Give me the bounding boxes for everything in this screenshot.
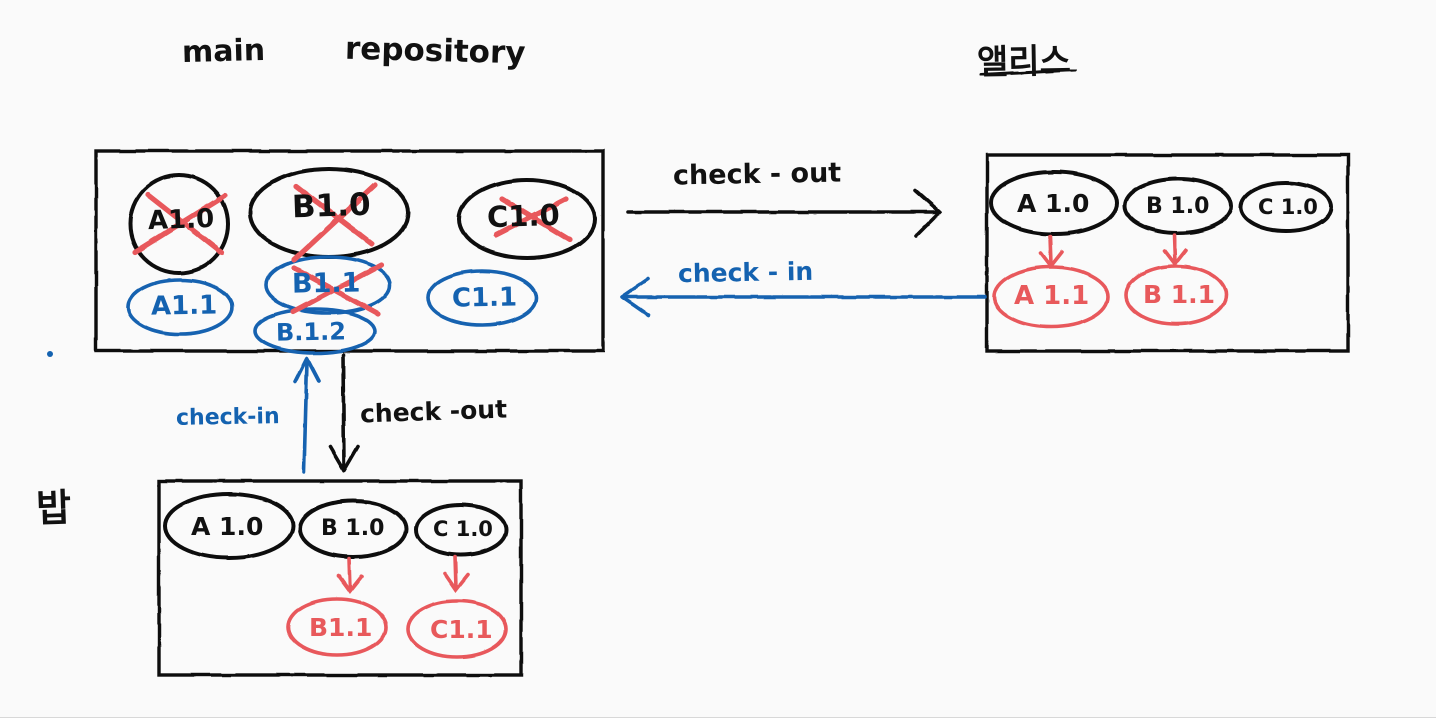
arrow-label-checkin-top: check - in (677, 256, 814, 289)
node-label-b10-main: B1.0 (291, 186, 372, 226)
label-bob: 밥 (35, 485, 72, 531)
node-label-b11-bob: B1.1 (309, 613, 373, 642)
main-repository-box (94, 149, 605, 353)
node-shape-a10-main (128, 173, 230, 275)
crossout-c10 (493, 196, 573, 243)
arrow-checkout-repo-to-bob (328, 353, 360, 473)
node-label-a10-bob: A 1.0 (191, 512, 264, 541)
alice-label-underline (979, 68, 1077, 77)
node-label-b10-alice: B 1.0 (1146, 194, 1210, 219)
page-title-main: main (181, 32, 266, 71)
arrow-a10-to-a11-alice (1039, 234, 1064, 269)
node-label-b11-alice: B 1.1 (1143, 280, 1216, 309)
node-shape-b12-main (253, 307, 377, 355)
arrow-checkout-repo-to-alice (626, 188, 942, 238)
node-label-c11-main: C1.1 (451, 282, 518, 314)
node-shape-b11-alice (1124, 264, 1228, 326)
node-label-b11-main: B1.1 (291, 267, 361, 300)
crossout-b10 (291, 182, 378, 263)
node-shape-b10-alice (1123, 177, 1233, 235)
node-label-a10-main: A1.0 (147, 203, 215, 237)
node-label-c11-bob: C1.1 (430, 615, 493, 644)
node-shape-c10-main (457, 178, 597, 260)
node-label-a11-main: A1.1 (150, 290, 218, 322)
arrow-b10-to-b11-alice (1163, 233, 1188, 267)
node-shape-a11-main (126, 278, 234, 336)
node-shape-a10-bob (163, 492, 295, 560)
page-title-repository: repository (344, 30, 526, 72)
arrow-b10-to-b11-bob (337, 557, 364, 594)
node-shape-a10-alice (989, 170, 1119, 236)
stray-dot (47, 351, 53, 357)
node-shape-b11-main (264, 255, 392, 315)
arrow-label-checkin-bottom: check-in (175, 404, 280, 431)
arrow-c10-to-c11-bob (443, 554, 470, 594)
node-shape-c10-bob (414, 503, 508, 557)
node-shape-c11-bob (406, 599, 508, 659)
node-label-a11-alice: A 1.1 (1014, 281, 1090, 311)
alice-box (985, 153, 1350, 353)
crossout-b11 (290, 262, 384, 317)
bob-version-arrows (337, 554, 470, 594)
bob-box (157, 479, 523, 677)
node-shape-b10-bob (298, 499, 408, 559)
panel-bob-workspace (157, 479, 523, 677)
label-alice: 앨리스 (976, 41, 1072, 83)
arrow-checkin-bob-to-repo (293, 356, 321, 474)
node-shape-c10-alice (1239, 181, 1333, 233)
node-label-c10-bob: C 1.0 (433, 517, 493, 541)
node-label-c10-alice: C 1.0 (1258, 195, 1318, 219)
node-label-c10-main: C1.0 (486, 197, 561, 235)
node-label-a10-alice: A 1.0 (1017, 189, 1090, 218)
arrow-label-checkout-top: check - out (672, 157, 842, 192)
crossout-marks-main (132, 182, 573, 317)
arrow-checkin-alice-to-repo (620, 277, 987, 317)
node-label-b12-main: B.1.2 (275, 317, 347, 347)
panel-main-repository (94, 149, 605, 355)
alice-version-arrows (1039, 233, 1188, 269)
crossout-a10 (132, 192, 228, 256)
node-shape-b11-bob (286, 597, 388, 657)
node-label-b10-bob: B 1.0 (321, 516, 385, 541)
node-shape-c11-main (426, 269, 538, 327)
arrow-label-checkout-bottom: check -out (359, 394, 508, 429)
